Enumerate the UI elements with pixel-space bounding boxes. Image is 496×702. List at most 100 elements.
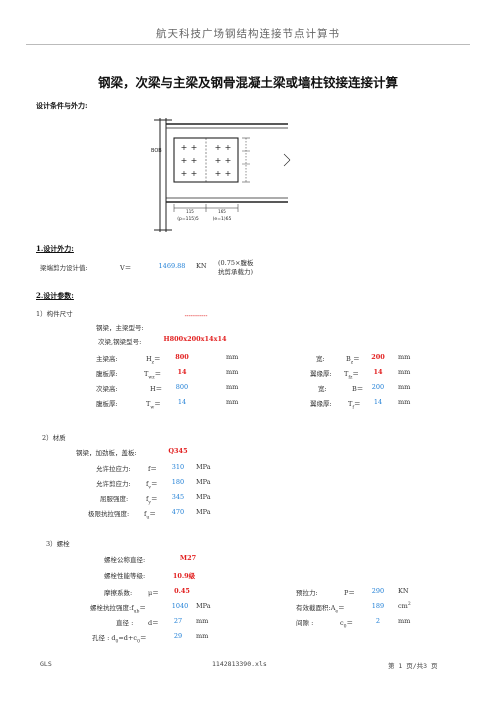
design-heading: 设计条件与外力: — [36, 101, 88, 110]
pretension-symbol: P＝ — [344, 589, 355, 597]
material-heading: 2）材质 — [42, 434, 66, 442]
bolt-d-value: 27 — [173, 617, 183, 625]
bolt-marker: + — [225, 143, 232, 152]
loads-heading: 1.设计外力: — [36, 244, 74, 253]
bolt-dia-value: M27 — [179, 554, 197, 562]
connection-diagram: + + + + + + + + + + + + BOB 115 165 (p=1… — [151, 118, 291, 232]
footer-page-number: 第 1 页/共3 页 — [388, 662, 438, 670]
mat-tensile-symbol: f＝ — [148, 465, 157, 473]
row-sec-height-unit: mm — [226, 383, 239, 391]
row-main-web-unit: mm — [226, 368, 239, 376]
params-heading: 2.设计参数: — [36, 291, 74, 300]
shear-unit: KN — [196, 262, 207, 270]
shear-symbol: V＝ — [120, 264, 132, 272]
row-sec-web-unit: mm — [226, 398, 239, 406]
row-main-width-unit: mm — [398, 353, 411, 361]
bolt-tensile-label: 螺栓抗拉强度:fub＝ — [90, 604, 146, 615]
bolt-dia-label: 螺栓公称直径: — [104, 556, 146, 564]
row-main-flange-unit: mm — [398, 368, 411, 376]
bolts-heading: 3）螺栓 — [46, 540, 70, 548]
row-sec-web-symbol: Tw＝ — [146, 400, 161, 411]
dim-label-edge: (e=1)65 — [213, 216, 232, 222]
dim-label-pitch: (p=115)5 — [177, 216, 199, 222]
document-title: 钢梁，次梁与主梁及钢骨混凝土梁或墙柱铰接连接计算 — [97, 75, 398, 90]
pretension-value: 290 — [371, 587, 385, 595]
mat-ultimate-unit: MPa — [196, 508, 211, 516]
row-main-width-symbol: Bz＝ — [346, 355, 360, 366]
bolt-marker: + — [181, 156, 188, 165]
members-heading: 1）构件尺寸 — [36, 310, 73, 318]
mat-yield-label: 屈服强度: — [100, 495, 129, 503]
bolt-marker: + — [215, 169, 222, 178]
dim-label-right: 165 — [218, 209, 226, 214]
bolt-gap-unit: mm — [398, 617, 411, 625]
row-sec-flange-unit: mm — [398, 398, 411, 406]
sec-beam-label: 次梁,钢梁型号: — [98, 338, 142, 346]
steel-label: 钢梁，加劲板，盖板: — [76, 449, 137, 457]
footer-left: GLS — [40, 660, 52, 668]
mat-yield-symbol: fy＝ — [146, 495, 158, 506]
mat-tensile-value: 310 — [171, 463, 185, 471]
bolt-area-value: 189 — [371, 602, 385, 610]
main-beam-label: 钢梁，主梁型号: — [96, 324, 144, 332]
row-sec-width-label: 宽: — [318, 385, 327, 393]
row-main-web-label: 腹板厚: — [96, 370, 118, 378]
page-header: 航天科技广场钢结构连接节点计算书 — [156, 28, 340, 40]
shear-value: 1469.88 — [158, 262, 186, 270]
mat-tensile-unit: MPa — [196, 463, 211, 471]
row-main-height-symbol: Hz＝ — [146, 355, 161, 366]
row-main-height-value: 800 — [175, 353, 189, 361]
row-main-width-label: 宽: — [316, 355, 325, 363]
row-main-height-unit: mm — [226, 353, 239, 361]
main-beam-value: ----------- — [184, 313, 208, 319]
bolt-marker: + — [191, 169, 198, 178]
bolt-tensile-unit: MPa — [196, 602, 211, 610]
sec-beam-value: H800x200x14x14 — [163, 335, 227, 343]
pretension-unit: KN — [398, 587, 409, 595]
bolt-marker: + — [225, 156, 232, 165]
row-main-flange-symbol: Tfz＝ — [344, 370, 359, 381]
bolt-tensile-value: 1040 — [171, 602, 189, 610]
mat-shear-symbol: fv＝ — [146, 480, 158, 491]
bolt-area-unit: cm2 — [398, 602, 411, 611]
hole-unit: mm — [196, 632, 209, 640]
header-divider — [26, 44, 470, 45]
bolt-d-symbol: d＝ — [148, 619, 159, 627]
bolt-marker: + — [215, 143, 222, 152]
row-sec-width-value: 200 — [371, 383, 385, 391]
mat-ultimate-label: 极限抗拉强度: — [88, 510, 130, 518]
steel-value: Q345 — [168, 447, 188, 455]
shear-label: 梁端剪力设计值: — [40, 264, 88, 272]
hole-label: 孔径 : d0=d+c0＝ — [92, 634, 147, 645]
row-sec-web-value: 14 — [177, 398, 187, 406]
friction-label: 摩擦系数: — [104, 589, 133, 597]
bolt-marker: + — [191, 143, 198, 152]
row-main-flange-label: 翼缘厚: — [310, 370, 332, 378]
mat-tensile-label: 允许拉应力: — [96, 465, 131, 473]
row-main-width-value: 200 — [371, 353, 385, 361]
footer-filename: 1142813390.xls — [212, 660, 267, 668]
shear-note-2: 抗剪承载力) — [218, 268, 254, 276]
bolt-grade-label: 螺栓性能等级: — [104, 572, 146, 580]
row-sec-flange-symbol: Tf＝ — [348, 400, 361, 411]
row-sec-flange-label: 翼缘厚: — [310, 400, 332, 408]
friction-value: 0.45 — [174, 587, 190, 595]
mat-shear-value: 180 — [171, 478, 185, 486]
row-sec-width-unit: mm — [398, 383, 411, 391]
friction-symbol: μ＝ — [148, 589, 159, 597]
row-sec-height-symbol: H＝ — [150, 385, 163, 393]
row-main-web-symbol: Twz＝ — [144, 370, 162, 381]
bolt-marker: + — [181, 143, 188, 152]
bolt-marker: + — [181, 169, 188, 178]
row-main-web-value: 14 — [177, 368, 187, 376]
dim-label-left: 115 — [186, 209, 194, 214]
mat-shear-unit: MPa — [196, 478, 211, 486]
bolt-area-label: 有效截面积:Ae＝ — [296, 604, 345, 615]
bolt-marker: + — [191, 156, 198, 165]
bolt-marker: + — [215, 156, 222, 165]
shear-note-1: (0.75×腹板 — [218, 259, 254, 267]
mat-shear-label: 允许剪应力: — [96, 480, 131, 488]
row-main-height-label: 主梁高: — [96, 355, 118, 363]
mat-yield-unit: MPa — [196, 493, 211, 501]
mat-yield-value: 345 — [171, 493, 185, 501]
